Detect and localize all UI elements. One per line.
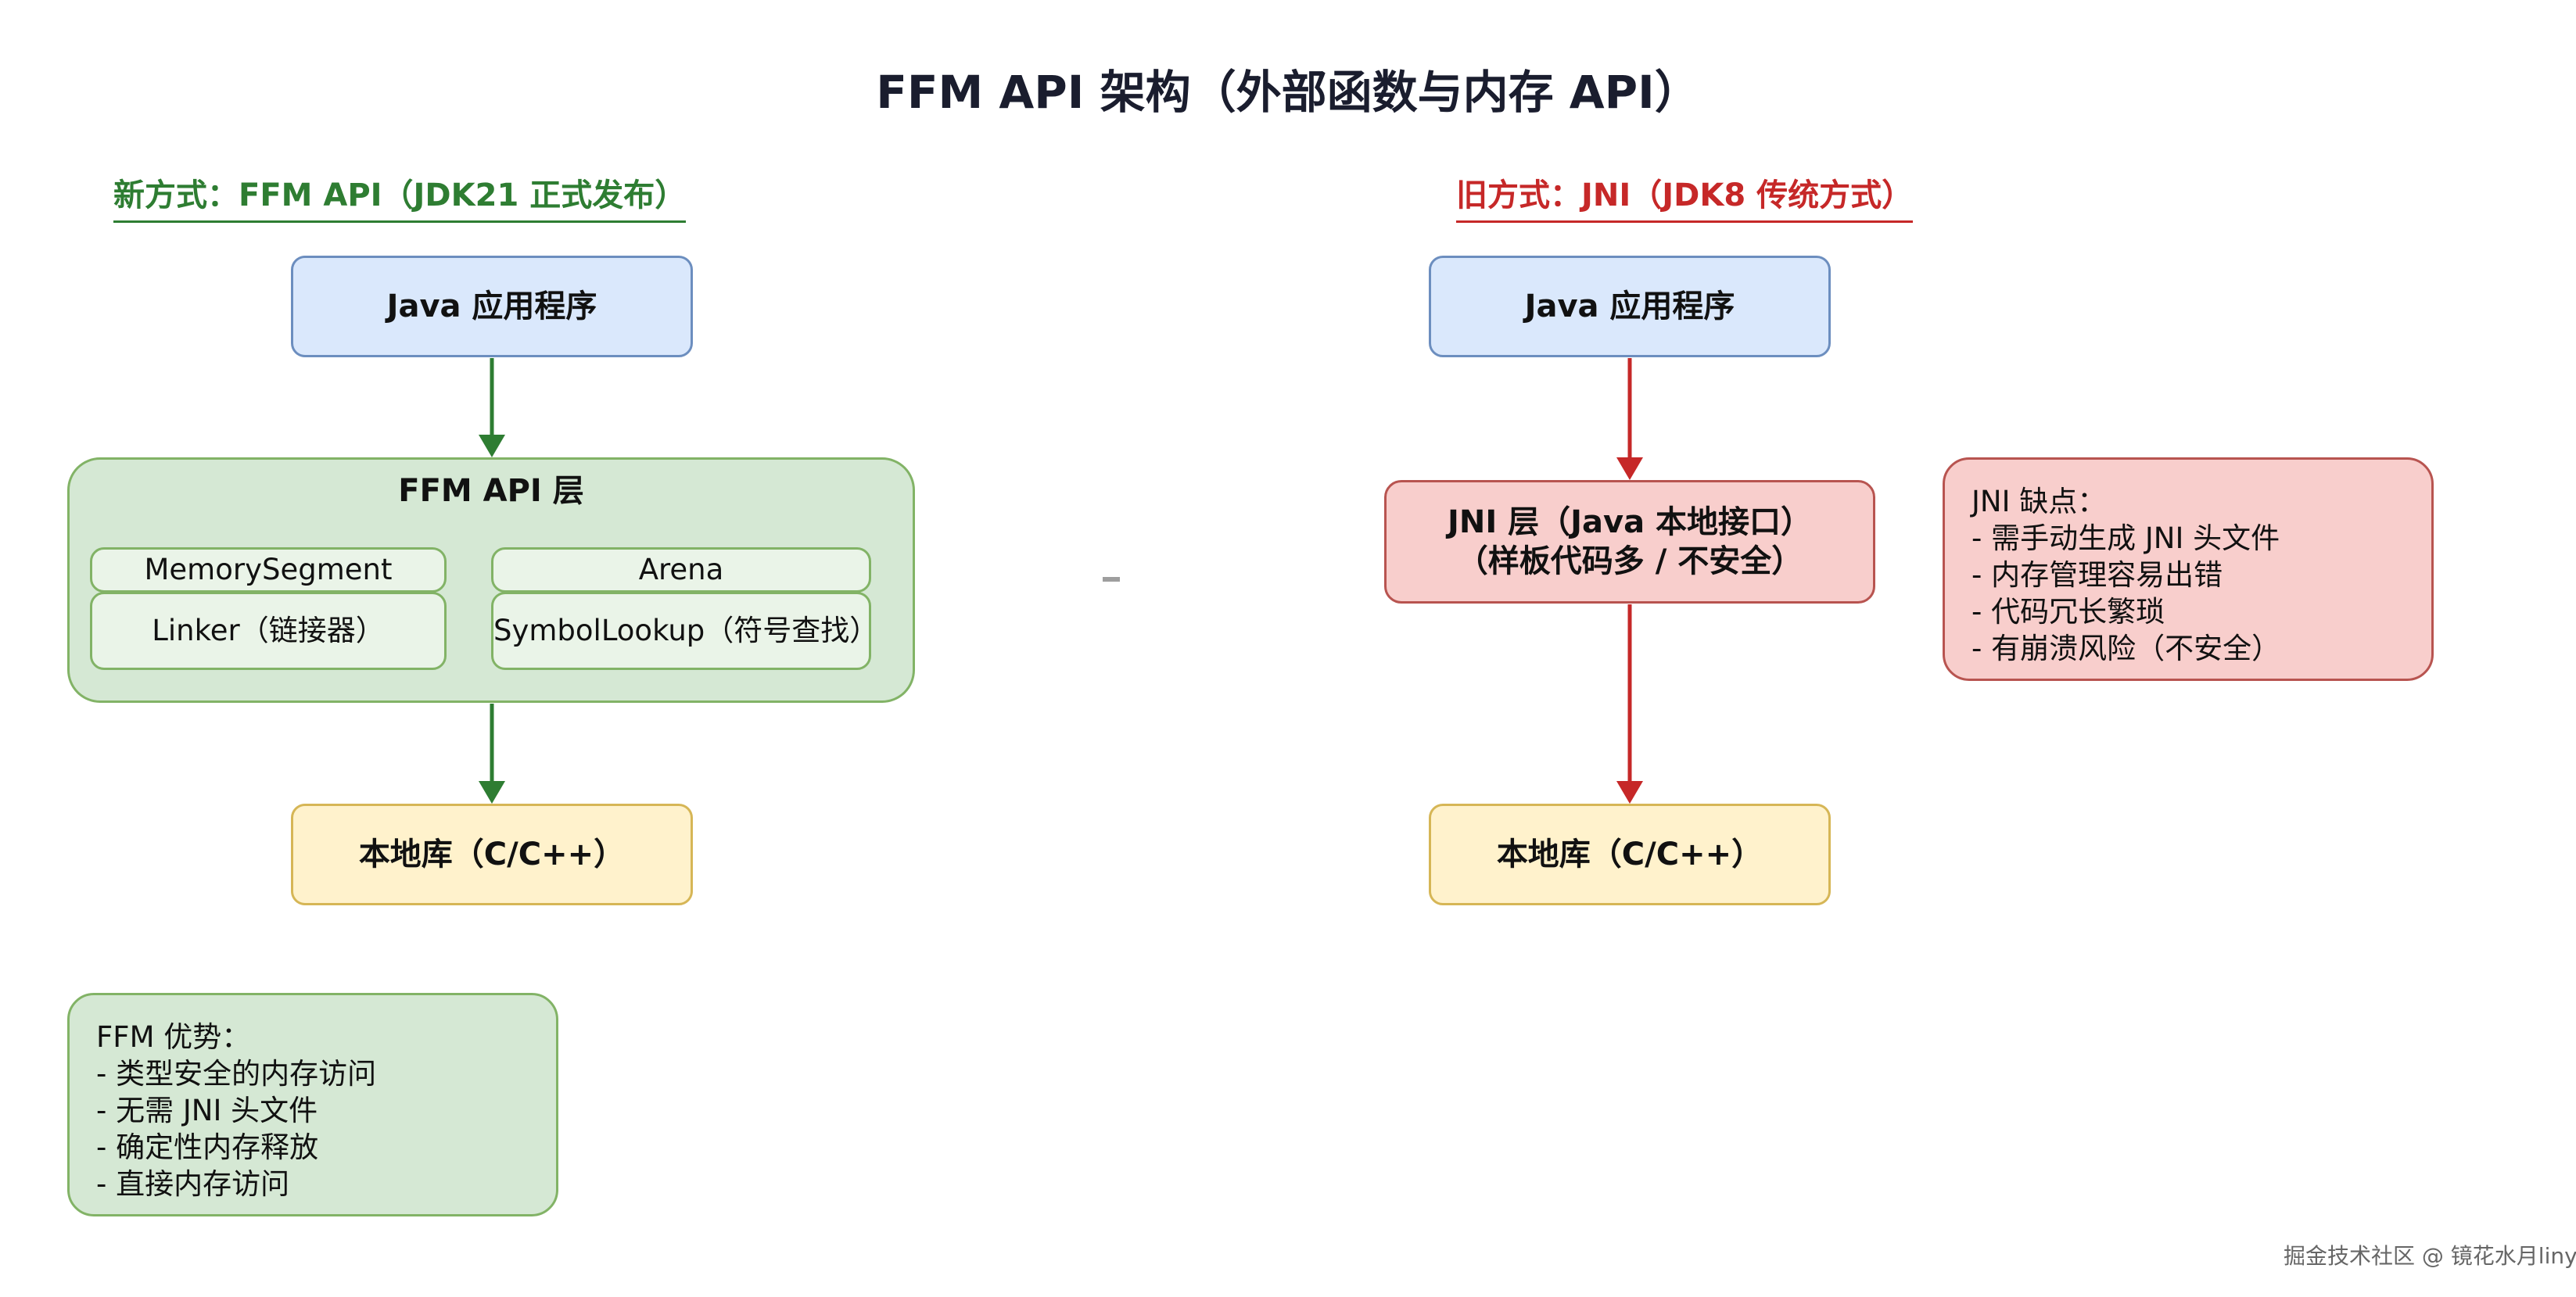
ffm-advantage-item: - 直接内存访问	[96, 1167, 290, 1201]
jni-layer-line1: JNI 层（Java 本地接口）	[1447, 504, 1813, 540]
native-lib-label-new: 本地库（C/C++）	[358, 837, 626, 872]
old-approach-heading: 旧方式：JNI（JDK8 传统方式）	[1456, 172, 1914, 223]
jni-disadvantages-note: JNI 缺点： - 需手动生成 JNI 头文件 - 内存管理容易出错 - 代码冗…	[1943, 457, 2434, 681]
memory-segment-box: MemorySegment	[90, 547, 447, 593]
jni-disadvantage-item: - 需手动生成 JNI 头文件	[1971, 521, 2280, 555]
native-lib-label-old: 本地库（C/C++）	[1496, 837, 1763, 872]
jni-disadvantage-item: - 内存管理容易出错	[1971, 558, 2223, 592]
java-app-label-new: Java 应用程序	[386, 288, 597, 324]
arrow-ffm-to-native	[479, 704, 505, 804]
ffm-advantages-note: FFM 优势： - 类型安全的内存访问 - 无需 JNI 头文件 - 确定性内存…	[67, 993, 558, 1216]
java-app-box-old: Java 应用程序	[1429, 256, 1831, 357]
native-lib-box-old: 本地库（C/C++）	[1429, 804, 1831, 905]
ffm-api-layer-title: FFM API 层	[398, 473, 584, 509]
jni-disadvantages-title: JNI 缺点：	[1971, 485, 2107, 518]
ffm-advantage-item: - 类型安全的内存访问	[96, 1057, 377, 1091]
linker-box: Linker（链接器）	[90, 592, 447, 670]
ffm-advantage-item: - 确定性内存释放	[96, 1130, 319, 1164]
arrow-jni-to-native	[1616, 604, 1643, 804]
ffm-advantages-title: FFM 优势：	[96, 1020, 251, 1054]
native-lib-box-new: 本地库（C/C++）	[291, 804, 693, 905]
diagram-title: FFM API 架构（外部函数与内存 API）	[876, 66, 1700, 119]
arrow-java-to-jni	[1616, 358, 1643, 480]
java-app-label-old: Java 应用程序	[1524, 288, 1735, 324]
symbol-lookup-box: SymbolLookup（符号查找）	[491, 592, 878, 670]
watermark: 掘金技术社区 @ 镜花水月linyi	[2284, 1243, 2576, 1269]
arrow-java-to-ffm	[479, 358, 505, 457]
jni-disadvantage-item: - 有崩溃风险（不安全）	[1971, 632, 2281, 665]
arena-box: Arena	[491, 547, 871, 593]
center-divider-mark	[1103, 577, 1120, 582]
java-app-box-new: Java 应用程序	[291, 256, 693, 357]
ffm-advantage-item: - 无需 JNI 头文件	[96, 1094, 318, 1127]
jni-layer-line2: （样板代码多 / 不安全）	[1456, 543, 1803, 579]
jni-disadvantage-item: - 代码冗长繁琐	[1971, 595, 2165, 629]
new-approach-heading: 新方式：FFM API（JDK21 正式发布）	[113, 172, 687, 223]
jni-layer-box: JNI 层（Java 本地接口） （样板代码多 / 不安全）	[1384, 480, 1875, 604]
